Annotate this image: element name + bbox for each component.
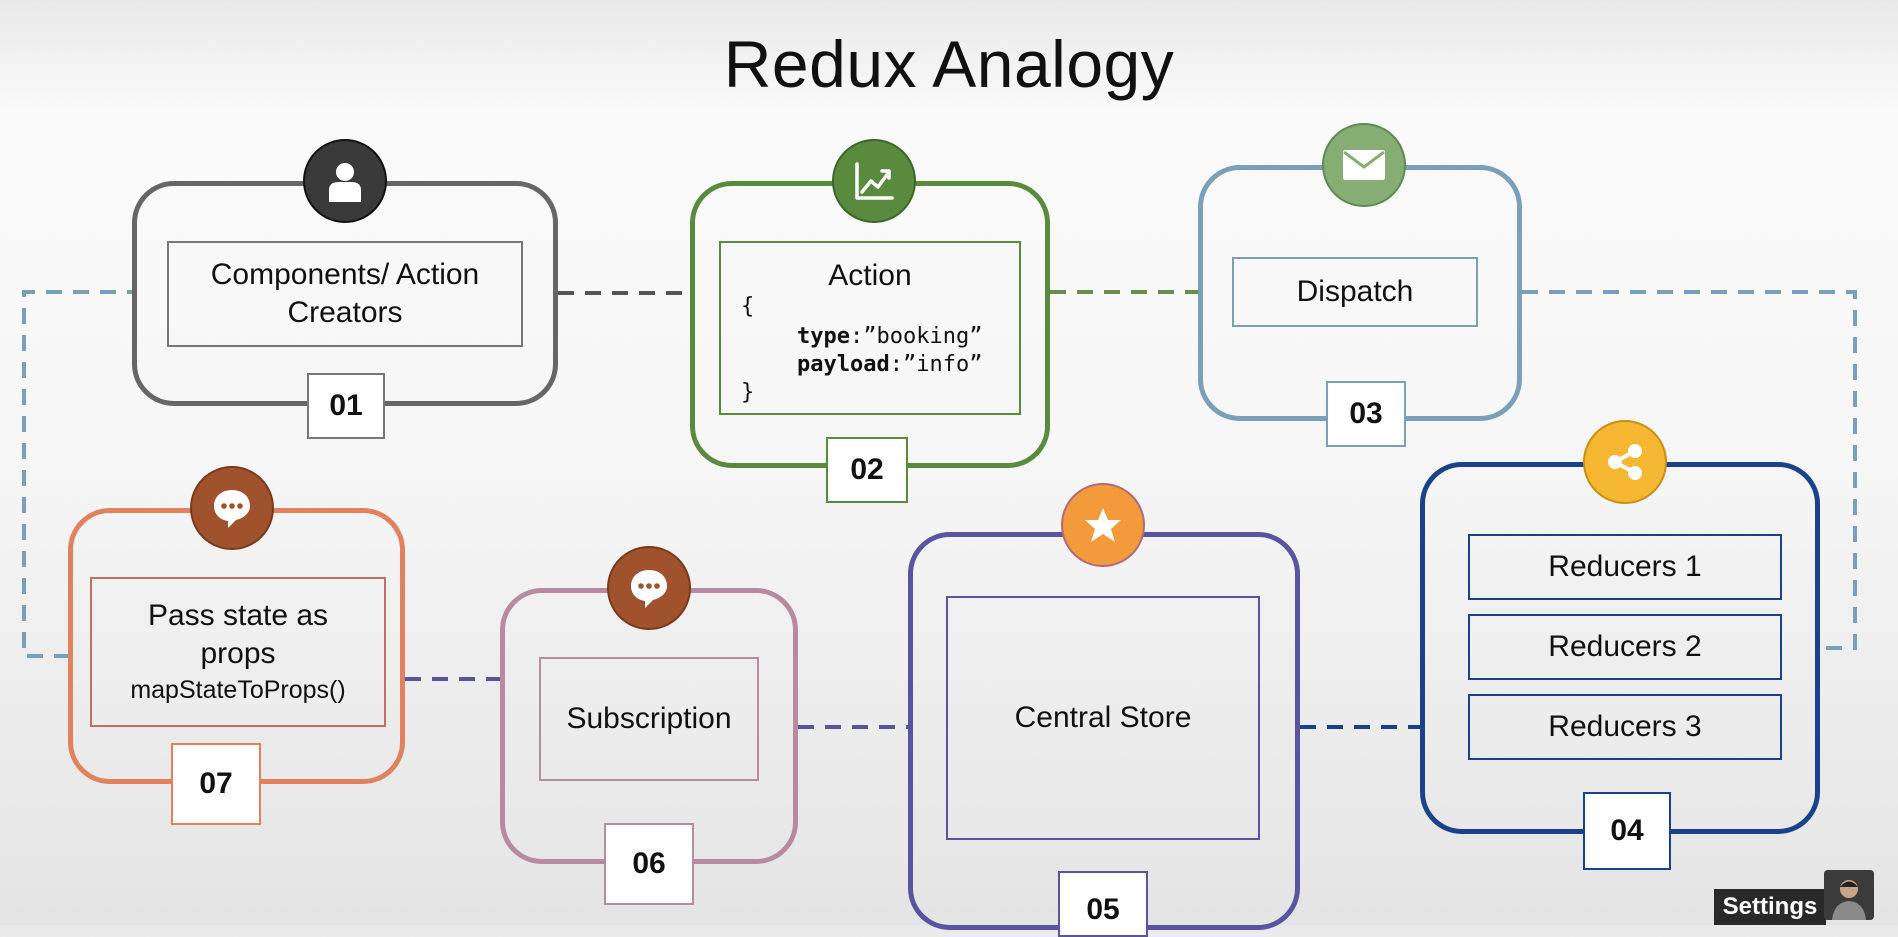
star-icon (1061, 483, 1145, 567)
action-type-key: type (797, 324, 850, 349)
reducer-item-3: Reducers 3 (1468, 694, 1782, 760)
store-label: Central Store (1014, 701, 1192, 734)
props-function-label: mapStateToProps() (130, 676, 346, 704)
user-icon (303, 139, 387, 223)
step-number-06: 06 (604, 823, 694, 905)
action-open-brace: { (741, 294, 755, 319)
step-number-07: 07 (171, 743, 261, 825)
action-type-line: type:”booking” (797, 323, 982, 351)
chat-bubble-icon (607, 546, 691, 630)
envelope-icon (1322, 123, 1406, 207)
share-icon (1583, 420, 1667, 504)
step-number-03: 03 (1326, 381, 1406, 447)
step-number-02: 02 (826, 437, 908, 503)
components-label-box: Components/ Action Creators (167, 241, 523, 347)
action-label: Action (828, 259, 912, 292)
components-label: Components/ Action Creators (210, 258, 480, 329)
action-payload-line: payload:”info” (797, 351, 982, 379)
store-label-box: Central Store (946, 596, 1260, 840)
connector-03-04 (1522, 290, 1857, 650)
reducer-label-2: Reducers 2 (1548, 630, 1702, 663)
props-label: Pass state as props (147, 599, 329, 670)
action-type-value: :”booking” (849, 324, 983, 349)
reducer-label-3: Reducers 3 (1548, 710, 1702, 743)
action-payload-value: :”info” (889, 352, 983, 377)
dispatch-label: Dispatch (1296, 275, 1414, 308)
subscription-label: Subscription (566, 702, 732, 735)
page-title: Redux Analogy (723, 27, 1175, 101)
settings-button[interactable]: Settings (1714, 889, 1826, 925)
connector-07-01 (22, 290, 132, 658)
action-close-brace: } (741, 380, 755, 405)
step-number-04: 04 (1583, 792, 1671, 870)
dispatch-label-box: Dispatch (1232, 257, 1478, 327)
action-box: Action { type:”booking” payload:”info” } (719, 241, 1021, 415)
subscription-label-box: Subscription (539, 657, 759, 781)
step-number-01: 01 (307, 373, 385, 439)
chart-line-icon (832, 139, 916, 223)
action-payload-key: payload (797, 352, 890, 377)
chat-bubble-icon (190, 466, 274, 550)
reducer-label-1: Reducers 1 (1548, 550, 1702, 583)
reducer-item-1: Reducers 1 (1468, 534, 1782, 600)
step-number-05: 05 (1058, 871, 1148, 937)
props-label-box: Pass state as props mapStateToProps() (90, 577, 386, 727)
presenter-avatar-icon (1824, 870, 1874, 920)
reducer-item-2: Reducers 2 (1468, 614, 1782, 680)
